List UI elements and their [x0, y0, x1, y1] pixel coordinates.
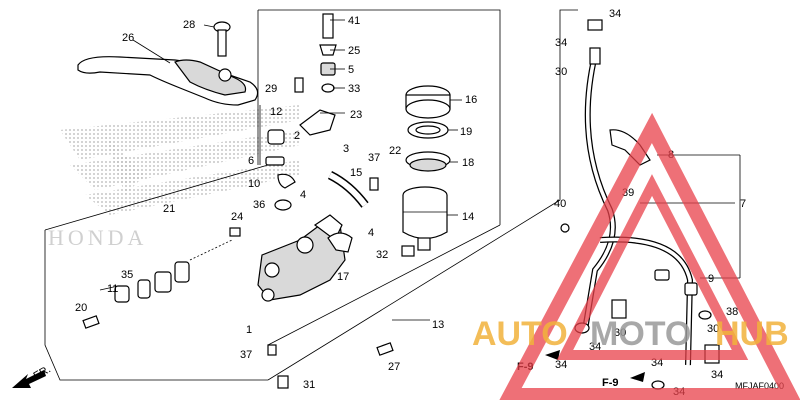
callout-33: 33 — [348, 83, 360, 95]
callout-27: 27 — [388, 361, 400, 373]
holder-clamp[interactable] — [327, 232, 353, 253]
piston-kit[interactable] — [99, 227, 241, 303]
fastener-stack[interactable] — [319, 13, 337, 93]
callout-34d: 34 — [555, 359, 567, 371]
callout-19: 19 — [460, 126, 472, 138]
callout-37b: 37 — [240, 349, 252, 361]
watermark-word-hub: HUB — [715, 315, 789, 353]
callout-18: 18 — [462, 157, 474, 169]
reservoir-hose[interactable] — [327, 170, 369, 208]
callout-31: 31 — [303, 379, 315, 391]
callout-34f: 34 — [711, 369, 723, 381]
callout-32: 32 — [376, 249, 388, 261]
callout-6: 6 — [248, 155, 254, 167]
callout-9: 9 — [708, 273, 714, 285]
part-callouts: 26 28 41 25 5 29 33 16 12 23 19 2 3 6 37… — [75, 8, 746, 398]
callout-30b: 30 — [614, 327, 626, 339]
callout-5: 5 — [348, 64, 354, 76]
misc-bolts[interactable] — [267, 77, 415, 389]
reservoir-diaphragm[interactable] — [405, 151, 451, 172]
callout-2: 2 — [294, 130, 300, 142]
front-label: FR. — [32, 363, 53, 382]
callout-37a: 37 — [368, 152, 380, 164]
automotohub-watermark: AUTO MOTO HUB — [472, 112, 800, 400]
callout-20: 20 — [75, 302, 87, 314]
callout-41: 41 — [348, 15, 360, 27]
callout-7: 7 — [740, 198, 746, 210]
callout-36: 36 — [253, 199, 265, 211]
pivot-bolt[interactable] — [213, 21, 231, 57]
reservoir-bracket[interactable] — [299, 109, 336, 136]
callout-30a: 30 — [555, 66, 567, 78]
callout-1: 1 — [246, 324, 252, 336]
master-cylinder-body[interactable] — [257, 214, 346, 302]
callout-26: 26 — [122, 32, 134, 44]
callout-25: 25 — [348, 45, 360, 57]
brake-hoses[interactable] — [560, 19, 720, 390]
front-direction-arrow: FR. — [12, 363, 53, 388]
callout-4a: 4 — [300, 189, 306, 201]
hose-joint[interactable] — [265, 129, 296, 211]
callout-11: 11 — [107, 283, 118, 295]
callout-17: 17 — [337, 271, 349, 283]
brake-lever[interactable] — [77, 56, 259, 106]
callout-14: 14 — [462, 211, 474, 223]
screw-20[interactable] — [82, 315, 100, 329]
honda-wing-emblem: HONDA — [48, 105, 300, 250]
honda-emblem-text: HONDA — [48, 225, 147, 250]
reservoir-cap[interactable] — [405, 85, 451, 119]
callout-21: 21 — [163, 203, 175, 215]
callout-29: 29 — [265, 83, 277, 95]
callout-3: 3 — [343, 143, 349, 155]
callout-22: 22 — [389, 145, 401, 157]
callout-30c: 30 — [707, 323, 719, 335]
reservoir-plate[interactable] — [407, 121, 449, 139]
ref-f9-right: F-9 — [602, 377, 619, 389]
callout-10: 10 — [248, 178, 260, 190]
callout-23: 23 — [350, 109, 362, 121]
callout-40: 40 — [554, 198, 566, 210]
assembly-boundaries — [44, 9, 578, 381]
watermark-word-moto: MOTO — [590, 315, 691, 353]
callout-16: 16 — [465, 94, 477, 106]
callout-13: 13 — [432, 319, 444, 331]
callout-34a: 34 — [609, 8, 621, 20]
callout-38: 38 — [726, 306, 738, 318]
callout-15: 15 — [350, 167, 362, 179]
callout-24: 24 — [231, 211, 243, 223]
callout-28: 28 — [183, 19, 195, 31]
callout-35: 35 — [121, 269, 133, 281]
reservoir-tank[interactable] — [402, 186, 448, 251]
callout-4b: 4 — [368, 227, 374, 239]
watermark-word-auto: AUTO — [472, 315, 568, 353]
callout-34b: 34 — [555, 37, 567, 49]
diagram-code: MFJAF0400 — [735, 381, 784, 391]
callout-12: 12 — [270, 106, 282, 118]
